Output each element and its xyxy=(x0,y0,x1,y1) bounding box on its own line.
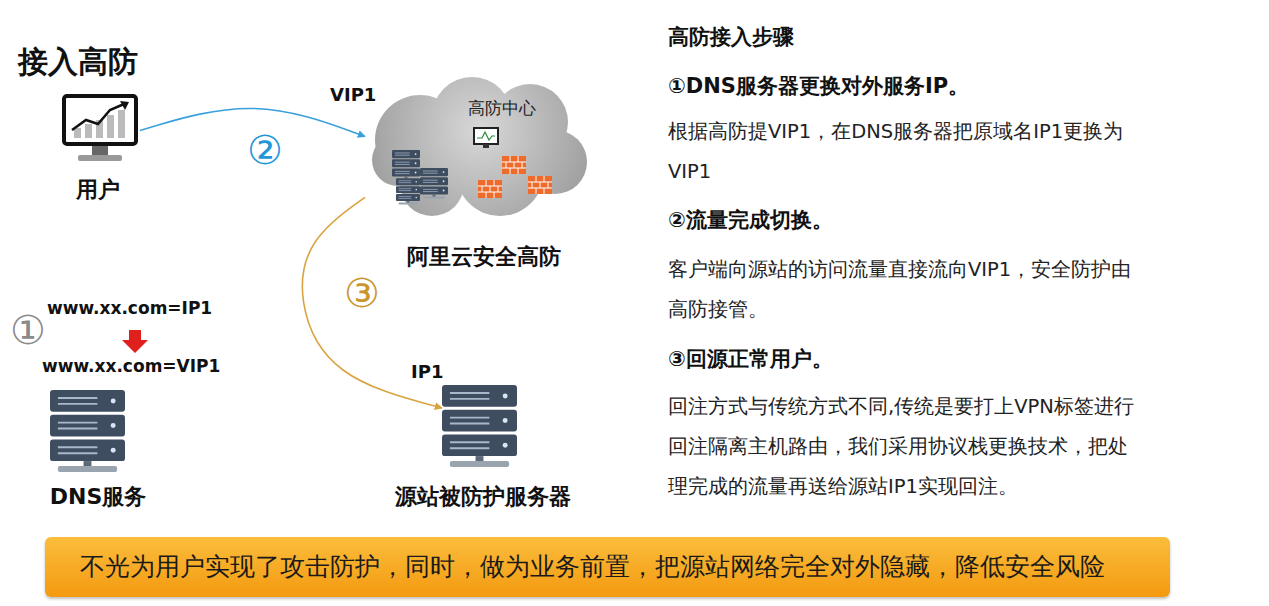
node-label: 用户 xyxy=(76,177,120,203)
node-label: 高防中心 xyxy=(468,99,536,119)
monitor-icon xyxy=(64,96,136,161)
node-label: IP1 xyxy=(411,361,443,383)
node-label: 源站被防护服务器 xyxy=(395,484,571,510)
firewall-icons xyxy=(478,156,552,198)
cloud-servers xyxy=(392,150,448,204)
callout-number: ③ xyxy=(344,273,380,313)
callout-number: ② xyxy=(247,130,283,170)
diagram-title: 接入高防 xyxy=(18,44,138,80)
server-node: DNS服务 xyxy=(50,390,125,474)
change-arrow xyxy=(122,330,148,353)
panel-heading: 高防接入步骤 xyxy=(668,25,794,49)
node-label: 阿里云安全高防 xyxy=(407,244,561,270)
cloud-monitor xyxy=(474,128,498,148)
step-heading: ③回源正常用户。 xyxy=(668,347,833,371)
step-body: 回注方式与传统方式不同,传统是要打上VPN标签进行 回注隔离主机路由，我们采用协… xyxy=(668,387,1163,507)
cloud-shape xyxy=(372,77,587,216)
step-body: 根据高防提VIP1，在DNS服务器把原域名IP1更换为 VIP1 xyxy=(668,112,1163,192)
flow-arrow xyxy=(140,108,365,136)
node-label: 不光为用户实现了攻击防护，同时，做为业务前置，把源站网络完全对外隐藏，降低安全风… xyxy=(80,552,1105,582)
dns-server-icon xyxy=(50,390,125,472)
step-number: ① xyxy=(10,310,46,350)
origin-server-icon xyxy=(442,385,517,467)
step-body: 客户端向源站的访问流量直接流向VIP1，安全防护由 高防接管。 xyxy=(668,250,1163,330)
dns-record: www.xx.com=IP1 xyxy=(47,298,212,318)
step-heading: ①DNS服务器更换对外服务IP。 xyxy=(668,74,969,98)
dns-record: www.xx.com=VIP1 xyxy=(42,356,220,376)
step-heading: ②流量完成切换。 xyxy=(668,208,833,232)
cloud-node: VIP1高防中心阿里云安全高防 xyxy=(365,80,585,218)
node-label: VIP1 xyxy=(330,84,376,106)
user-node: 用户 xyxy=(60,92,140,202)
summary-band: 不光为用户实现了攻击防护，同时，做为业务前置，把源站网络完全对外隐藏，降低安全风… xyxy=(45,537,1170,597)
node-label: DNS服务 xyxy=(50,484,147,510)
server-node: IP1源站被防护服务器 xyxy=(442,385,517,470)
